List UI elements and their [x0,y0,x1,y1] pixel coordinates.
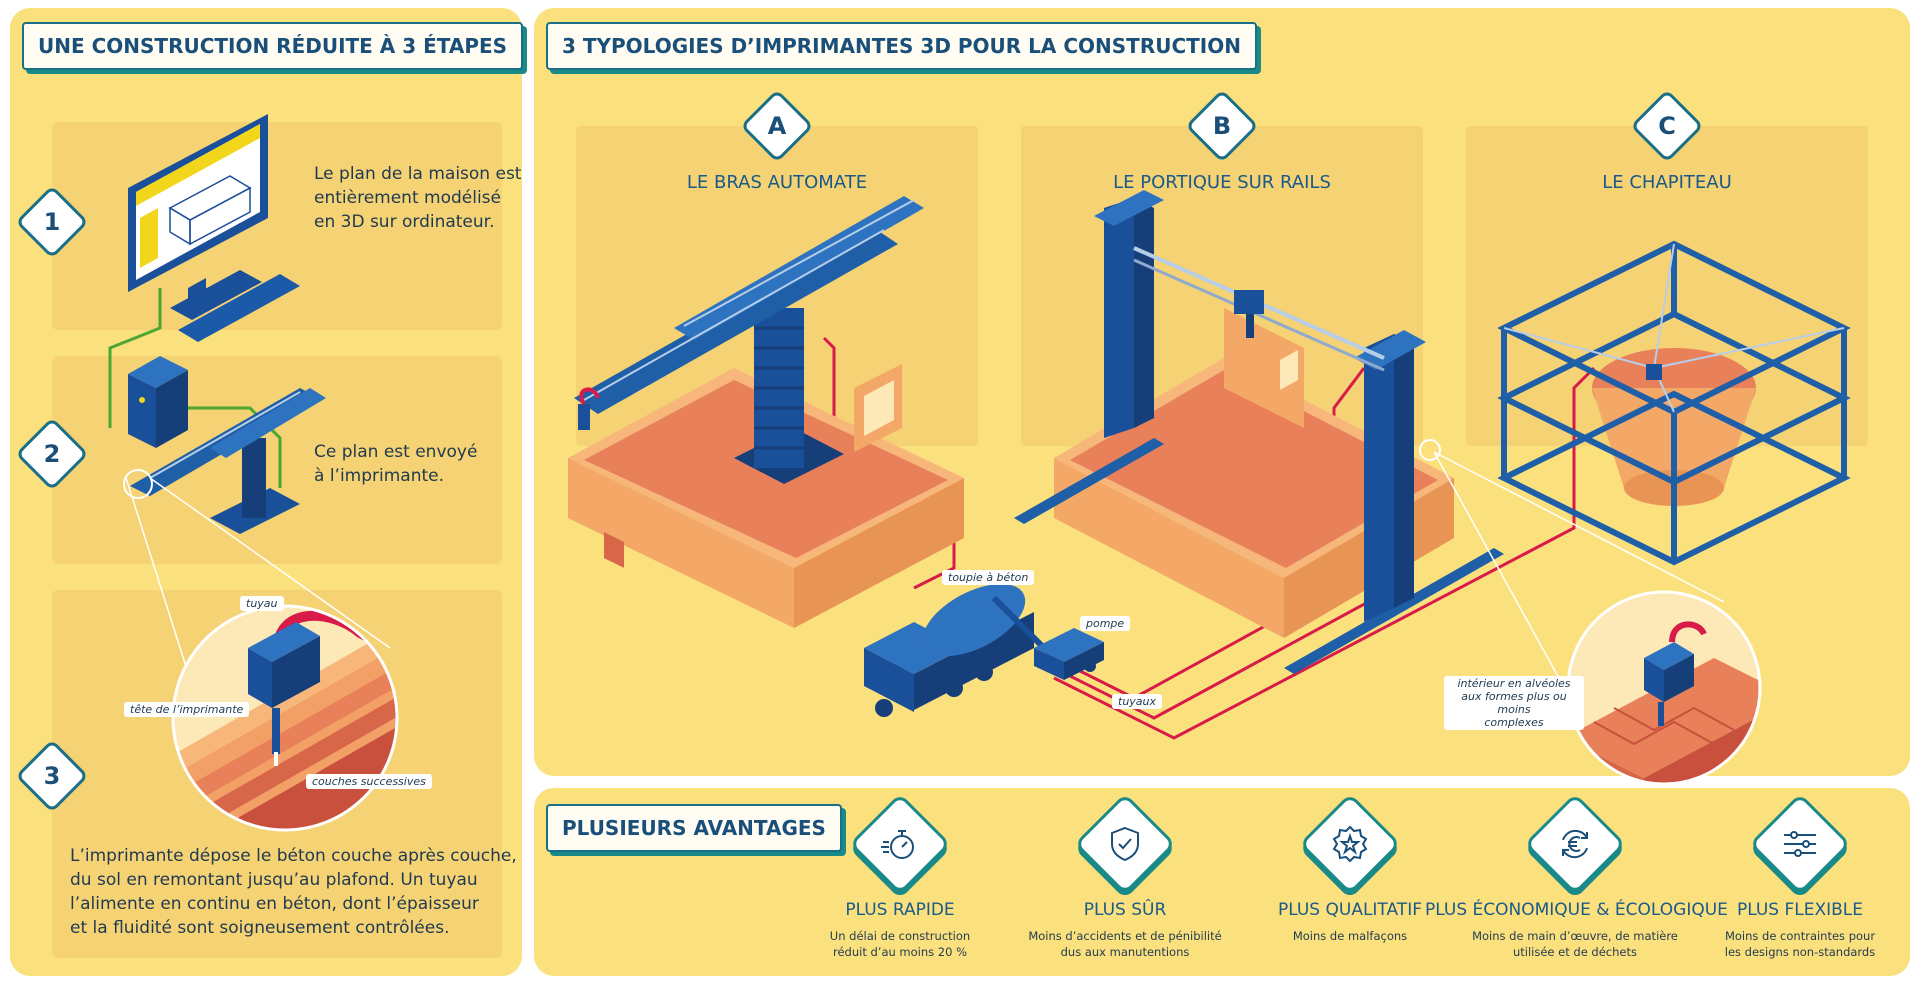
advantage-2-desc: Moins d’accidents et de pénibilité dus a… [1028,929,1222,959]
magnified-alveoli-icon [1566,590,1762,786]
advantage-3-title: PLUS QUALITATIF [1277,900,1422,920]
stopwatch-icon [849,793,951,895]
quality-badge-icon [1299,793,1401,895]
callout-toupie: toupie à béton [942,570,1035,585]
concrete-mixer-truck-icon [864,583,1057,717]
step-2-badge: 2 [15,417,89,491]
steps-illustration [108,114,399,832]
server-icon [128,356,188,448]
mini-arm-printer-icon [130,388,326,534]
type-a-badge: A [740,89,814,163]
shield-check-icon [1074,793,1176,895]
robot-arm-printer-icon [574,196,924,484]
type-b-name: LE PORTIQUE SUR RAILS [1113,172,1331,193]
advantages-title: PLUSIEURS AVANTAGES [546,804,842,852]
type-b-badge: B [1185,89,1259,163]
steps-panel: UNE CONSTRUCTION RÉDUITE À 3 ÉTAPES 1 Le… [10,8,524,976]
sliders-icon [1749,793,1851,895]
callout-tete: tête de l’imprimante [124,702,250,717]
printer-types-illustration [568,190,1851,786]
printer-types-panel: 3 TYPOLOGIES D’IMPRIMANTES 3D POUR LA CO… [534,8,1910,786]
step-1-badge: 1 [15,185,89,259]
types-title: 3 TYPOLOGIES D’IMPRIMANTES 3D POUR LA CO… [546,22,1257,70]
pump-icon [1034,628,1104,680]
euro-cycle-icon [1524,793,1626,895]
magnified-print-head-icon [171,604,399,832]
type-c-badge: C [1630,89,1704,163]
advantage-4-title: PLUS ÉCONOMIQUE & ÉCOLOGIQUE [1425,900,1728,920]
chapiteau-printer-icon [1497,240,1851,566]
advantage-3-desc: Moins de malfaçons [1292,929,1408,943]
type-c-name: LE CHAPITEAU [1602,172,1732,193]
advantage-5-desc: Moins de contraintes pour les designs no… [1724,929,1876,959]
step-3-badge: 3 [15,739,89,813]
step-2-card [52,356,502,564]
step-3-text: L’imprimante dépose le béton couche aprè… [70,846,517,938]
advantage-2-title: PLUS SÛR [1083,900,1167,920]
callout-tuyaux: tuyaux [1112,694,1163,709]
advantages-panel: PLUSIEURS AVANTAGES PLUS RAPIDE Un délai… [534,788,1910,976]
step-1-text: Le plan de la maison est entièrement mod… [314,164,522,232]
computer-icon [128,114,300,342]
green-cable-icon [108,288,162,428]
callout-alveoles: intérieur en alvéoles aux formes plus ou… [1444,676,1584,730]
steps-title: UNE CONSTRUCTION RÉDUITE À 3 ÉTAPES [22,22,524,70]
advantage-5-title: PLUS FLEXIBLE [1736,900,1864,920]
type-a-name: LE BRAS AUTOMATE [686,172,868,193]
advantage-4-desc: Moins de main d’œuvre, de matière utilis… [1472,929,1678,959]
advantage-1-title: PLUS RAPIDE [845,900,955,920]
callout-pompe: pompe [1080,616,1131,631]
gantry-rails-printer-icon [1014,190,1504,674]
step-2-text: Ce plan est envoyé à l’imprimante. [314,442,478,486]
callout-couches: couches successives [306,774,432,789]
advantage-1-desc: Un délai de construction réduit d’au moi… [829,929,971,959]
callout-tuyau: tuyau [240,596,284,611]
